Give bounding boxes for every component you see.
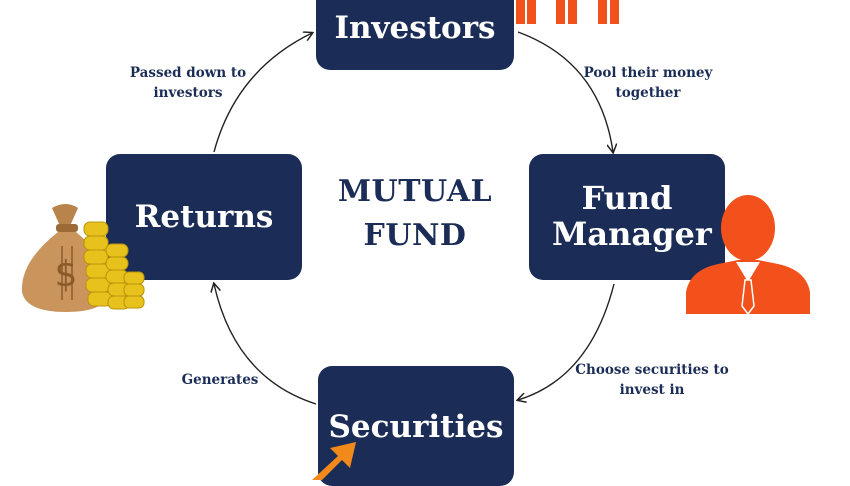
diagram-title: MUTUAL FUND (337, 174, 493, 253)
arrow-returns-to-investors (213, 33, 312, 153)
edge-label-pool-money: Pool their money together (583, 65, 713, 102)
arrow-manager-to-securities (518, 283, 615, 400)
returns-label: Returns (134, 198, 274, 235)
fund-manager-box: Fund Manager (529, 154, 725, 280)
securities-label: Securities (328, 409, 504, 445)
investors-box: Investors (316, 0, 514, 70)
arrow-securities-to-returns (214, 284, 317, 405)
edge-label-passed-down: Passed down to investors (129, 65, 247, 102)
investors-label: Investors (334, 9, 496, 46)
svg-text:$: $ (55, 254, 78, 295)
edge-label-generates: Generates (181, 372, 259, 388)
securities-box: Securities (318, 366, 514, 486)
fund-manager-label: Fund Manager (552, 179, 712, 253)
edge-label-choose-securities: Choose securities to invest in (575, 362, 729, 399)
returns-box: Returns (106, 154, 302, 280)
arrow-investors-to-manager (517, 31, 613, 152)
